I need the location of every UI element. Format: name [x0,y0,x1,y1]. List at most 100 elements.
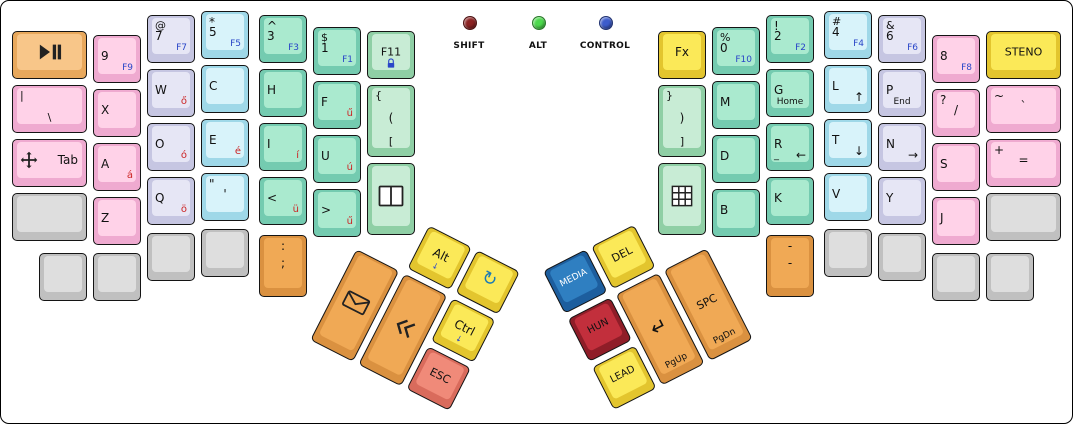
key-top-surface: J [937,200,975,236]
key-c[interactable]: C [201,65,249,113]
key-label: F2 [795,43,806,53]
key-blank[interactable] [39,253,87,301]
key-label: ő [180,96,187,107]
key-tab[interactable]: Tab [12,139,87,187]
key-blank[interactable] [986,253,1034,301]
key-tilde-backtick[interactable]: ~` [986,85,1061,133]
key-label: é [234,146,241,157]
key-label: F9 [122,63,133,73]
key-v[interactable]: V [824,173,872,221]
key-top-surface: B [717,192,755,228]
key-label: 9 [101,49,109,63]
key-blank[interactable] [932,253,980,301]
key-f11[interactable]: F11 [367,31,415,79]
key-plus-equals[interactable]: += [986,139,1061,187]
key-top-surface: "' [206,176,244,212]
key-label: L [832,79,839,93]
key-label: 8 [940,49,948,63]
key-label: ű [346,216,353,227]
key-s[interactable]: S [932,143,980,191]
key-steno[interactable]: STENO [986,31,1061,79]
grid-icon [671,185,693,207]
key-h[interactable]: H [259,69,307,117]
key-b[interactable]: B [712,189,760,237]
key-blank[interactable] [986,193,1061,241]
key-brace-open[interactable]: {([ [367,85,415,157]
key-top-surface: N→ [883,126,921,162]
key-k[interactable]: K [766,177,814,225]
key-n[interactable]: N→ [878,123,926,171]
key-blank[interactable] [878,233,926,281]
key-t[interactable]: T↓ [824,119,872,167]
key-top-surface [372,166,410,226]
key-label: F11 [380,45,402,59]
key-top-surface [17,196,82,232]
key-label: - [787,256,793,270]
key-play-pause[interactable] [12,31,87,79]
key-blank[interactable] [147,233,195,281]
key-label: " [209,177,215,191]
key-minus[interactable]: -- [766,235,814,297]
key-label: 3 [267,29,275,43]
key-blank[interactable] [201,229,249,277]
key-y[interactable]: Y [878,177,926,225]
key-less-than[interactable]: <ü [259,177,307,225]
key-blank[interactable] [824,229,872,277]
key-label: Y [886,191,894,205]
key-label: 1 [321,41,329,55]
key-layout-switch[interactable] [367,163,415,235]
key-j[interactable]: J [932,197,980,245]
key-mail[interactable] [310,249,400,362]
key-greater-than[interactable]: >ű [313,189,361,237]
key-blank[interactable] [93,253,141,301]
key-m[interactable]: M [712,81,760,129]
key-blank[interactable] [12,193,87,241]
key-label: W [155,83,167,97]
key-label: SPC [694,291,720,313]
key-double-chevron[interactable] [358,273,448,387]
key-colon-semicolon[interactable]: :; [259,235,307,297]
key-top-surface: ESC [414,351,466,401]
key-brace-close[interactable]: })] [658,85,706,157]
key-label: ) [679,111,685,125]
key-question-slash[interactable]: ?/ [932,89,980,137]
led-alt [532,16,546,30]
key-d[interactable]: D [712,135,760,183]
key-label: → [907,148,918,162]
key-fx[interactable]: Fx [658,31,706,79]
key-keypad[interactable] [658,163,706,235]
key-label: ó [180,150,187,161]
key-r[interactable]: R_← [766,123,814,171]
key-x[interactable]: X [93,89,141,137]
key-top-surface [152,236,190,272]
key-l[interactable]: L↑ [824,65,872,113]
key-z[interactable]: Z [93,197,141,245]
key-quote[interactable]: "' [201,173,249,221]
key-pipe-backslash[interactable]: |\ [12,85,87,133]
left-thumb-cluster: Alt↓↻Ctrl↓ESC [307,201,525,419]
